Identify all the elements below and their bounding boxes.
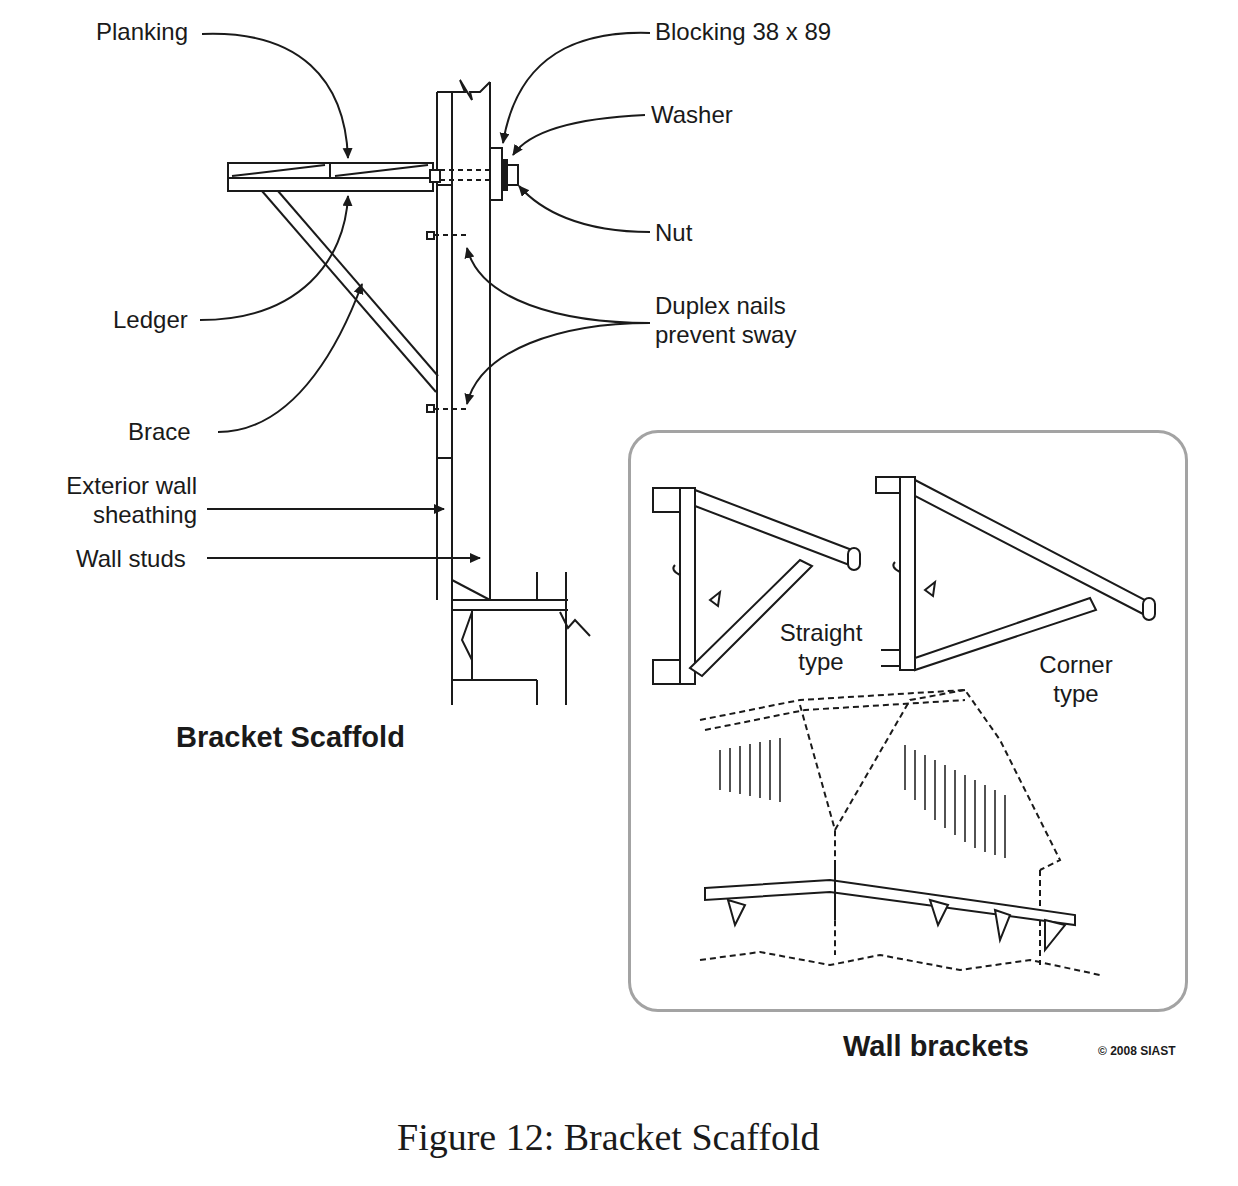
part-label: Nut (655, 219, 692, 248)
part-label: Brace (128, 418, 191, 447)
part-label: Duplex nails prevent sway (655, 292, 830, 350)
bracket-type-label: Corner type (1016, 651, 1136, 709)
part-label: Blocking 38 x 89 (655, 18, 831, 47)
part-label: Exterior wall sheathing (15, 472, 197, 530)
part-label: Planking (96, 18, 188, 47)
copyright-note: © 2008 SIAST (1098, 1044, 1176, 1058)
inset-panel: Straight typeCorner typeWall brackets (628, 430, 1188, 1012)
part-label: Washer (651, 101, 733, 130)
figure-heading: Bracket Scaffold (176, 720, 405, 755)
part-label: Ledger (113, 306, 188, 335)
figure-caption: Figure 12: Bracket Scaffold (397, 1115, 819, 1161)
bracket-type-label: Straight type (761, 619, 881, 677)
part-label: Wall studs (76, 545, 186, 574)
inset-heading: Wall brackets (821, 1029, 1051, 1064)
